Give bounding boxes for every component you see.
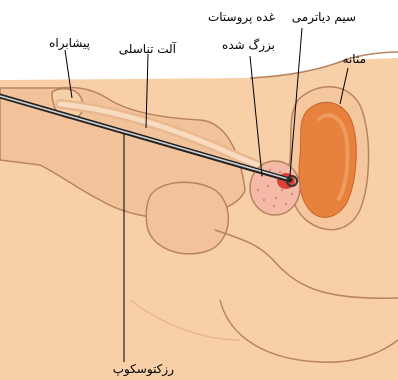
scrotum	[146, 182, 228, 254]
prostate-label-line1: غده پروستات	[208, 10, 275, 25]
bladder-label: مثانه	[343, 52, 366, 67]
penis-label: آلت تناسلی	[119, 42, 176, 57]
resectoscope-label: رزکتوسکوپ	[113, 362, 174, 377]
urethra-label: پیشابراه	[49, 36, 90, 51]
prostate-label-line2: بزرگ شده	[222, 38, 275, 53]
diathermy-wire-label: سیم دیاترمی	[292, 10, 356, 25]
